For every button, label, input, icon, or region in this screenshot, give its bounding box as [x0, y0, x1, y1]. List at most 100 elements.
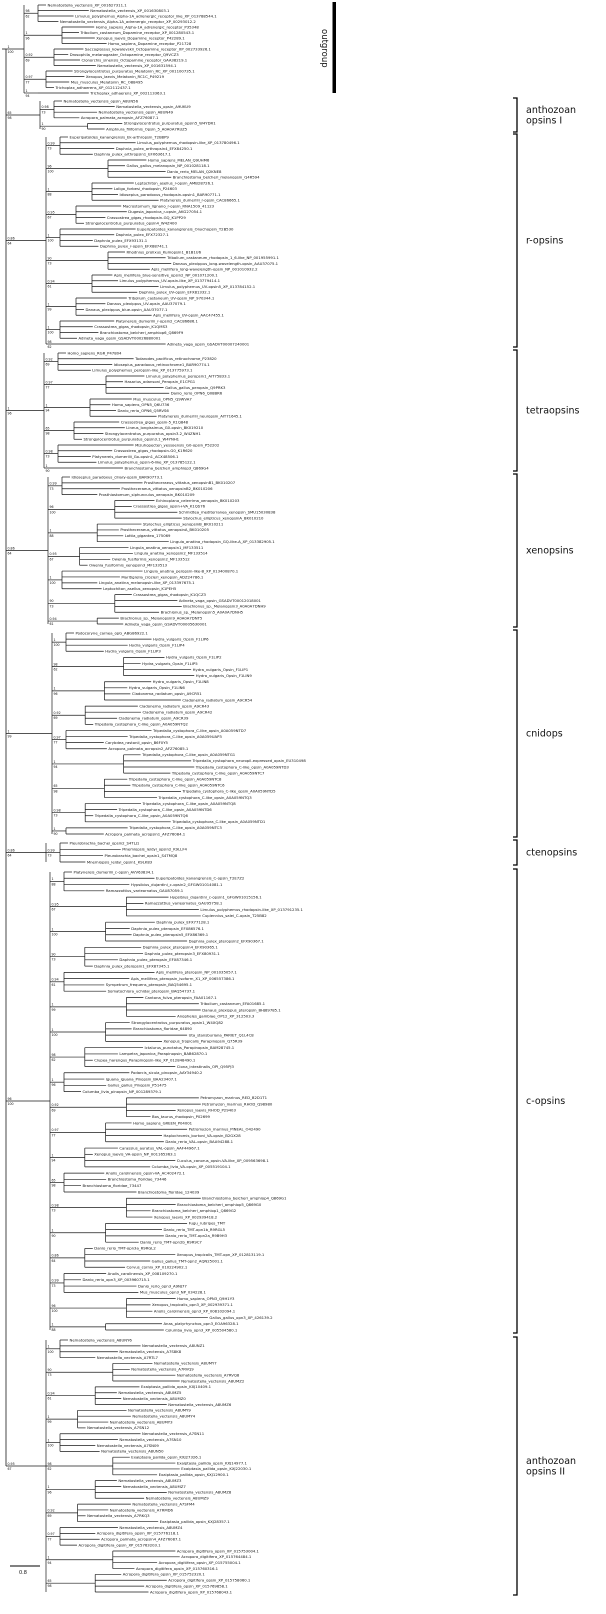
taxon-label: Prosthiostomum_siphunculus_xenopsin_BK01…: [99, 492, 195, 497]
taxon-label: Branchiostoma_floridae_73446: [108, 1177, 167, 1182]
taxon-label: Nematostella_vectensis_A7SFM4: [132, 1501, 195, 1506]
taxon-label: Prostheceraeus_vittatus_xenopsinA_BK0102…: [120, 527, 209, 532]
taxon-label: Apis_mellifera_pteropsin_NP_001035057.1: [156, 970, 237, 975]
taxon-label: Branchiostoma_belcheri_melanopsin_Q4R594: [173, 175, 260, 180]
taxon-label: Crassostrea_gigas_rhodopsin-GQ_K1PP29: [107, 215, 186, 220]
support-value: 65: [46, 426, 50, 430]
taxon-label: Daphnia_pulex_r-opsin_EFX88741.1: [100, 244, 168, 249]
taxon-label: Leptochiton_asellus_xenopsin_K1PEH5: [103, 586, 177, 591]
support-value: 1: [48, 233, 50, 237]
support-value: 1: [48, 1415, 50, 1419]
taxon-label: Daphnia_pulex_arthropsin4_EFX84250.1: [116, 146, 193, 151]
taxon-label: Tripedalia_cystophora_neuropil-expressed…: [192, 758, 307, 763]
taxon-label: Gallus_gallus_TMT-opn2_AQN25001.1: [152, 1258, 224, 1263]
taxon-label: Branchiostoma_belcheri_amphiop3_Q869G4: [125, 465, 210, 470]
support-value: 98: [54, 789, 58, 793]
support-value: 73: [54, 814, 58, 818]
support-value: 88: [52, 882, 56, 886]
support-value: 0.99: [52, 1279, 59, 1283]
taxon-label: Nematostella_vectensis_A8UMY4: [132, 1413, 195, 1418]
taxon-label: Daphnia_pulex_EFX93131.1: [94, 238, 148, 243]
taxon-label: Hypsibius_dujardini_c-opsin1_GFGW0101515…: [170, 894, 262, 899]
taxon-label: Tripedalia_cystophora_C-like_opsin_A0A05…: [128, 825, 222, 830]
support-value: 100: [52, 1033, 58, 1037]
taxon-label: Branchiostoma_floridae_73447: [83, 1183, 142, 1188]
taxon-label: Iguana_iguana_Pinopsin_BAA23407.1: [106, 1076, 178, 1081]
taxon-label: Limulus_polyphemus_Alpha-1A_adrenergic_r…: [75, 13, 217, 18]
taxon-label: Tripedalia_cystophora_C-like_opsin_A0A05…: [171, 770, 265, 775]
support-value: 0.98: [54, 808, 61, 812]
support-value: 0.86: [8, 848, 15, 852]
support-value: 90: [54, 832, 58, 836]
taxon-label: Nematostella_vectensis_A8UMZ4: [119, 1525, 183, 1530]
taxon-label: Danaus_plexippus_UV-opsin_AAU37079.1: [107, 301, 186, 306]
support-value: 0.99: [48, 141, 55, 145]
taxon-label: Nematostella_vectensis_A7S8K8: [119, 1349, 181, 1354]
taxon-label: Lingula_anatina_peropsin-like-B_XP_01340…: [144, 568, 239, 573]
taxon-label: Cuculus_canorus_opsin-VA-like_XP_0095636…: [177, 1158, 270, 1163]
support-value: 100: [8, 50, 14, 54]
taxon-label: Nematostella_vectensis_A8UMZ6: [168, 1402, 232, 1407]
taxon-label: Hydra_vulgaris_Opsin_F1LIP3: [105, 649, 161, 654]
support-value: 0.95: [52, 902, 59, 906]
support-value: 0.92: [52, 1103, 59, 1107]
taxon-label: Idiosepius_paradoxus_rhodopsin-opsin1_BA…: [120, 192, 222, 197]
taxon-label: Danio_rerio_OPN6_Q08BR6: [171, 391, 223, 396]
taxon-label: Nematostella_vectensis_Alpha-1A_adrenerg…: [60, 19, 197, 24]
taxon-label: Tripedalia_cystophora_C-like_opsin_A0A05…: [171, 819, 266, 824]
taxon-label: Exaiptasia_pallida_opsin_KXJ28357.1: [160, 1519, 231, 1524]
taxon-label: Crassostrea_gigas_opsin-5_K1Q848: [121, 419, 189, 424]
taxon-label: Tripedalia_cystophora_C-like_opsin_A0A05…: [195, 764, 290, 769]
taxon-label: Crassostrea_gigas_rhodopsin_K1QMS3: [94, 324, 168, 329]
taxon-label: Exaiptasia_pallida_opsin_KXJ12900.1: [159, 1472, 230, 1477]
taxon-label: Danio_rerio_TMT-opn3a_R9RGL2: [94, 1246, 156, 1251]
outgroup-bar: [332, 2, 336, 93]
taxon-label: Idiosepius_paradoxus_retinochrome1_BAR90…: [114, 362, 211, 367]
support-value: 100: [48, 331, 54, 335]
support-value: 90: [52, 1234, 56, 1238]
support-value: 1: [48, 302, 50, 306]
taxon-label: Apis_mellifera_long-wavelength-opsin_NP_…: [151, 267, 258, 272]
taxon-label: Nematostella_vectensis_A8UMZ7: [123, 1484, 187, 1489]
clade-label: r-opsins: [526, 236, 563, 247]
support-value: 100: [54, 643, 60, 647]
support-value: 0.98: [42, 105, 49, 109]
taxon-label: Xenopus_laevis_RHOD_P29403: [177, 1108, 236, 1113]
support-value: 73: [52, 1209, 56, 1213]
taxon-label: Cladonema_radiatum_opsin_A9CR51: [132, 691, 202, 696]
taxon-label: Branchiostoma_belcheri_amphiop5_Q869G0: [177, 1202, 262, 1207]
taxon-label: Nematostella_vectensis_A7RTL7: [97, 1355, 159, 1360]
support-value: 73: [48, 854, 52, 858]
taxon-label: Cladonema_radiatum_opsin_A9CR43: [139, 703, 209, 708]
support-value: 98: [52, 1053, 56, 1057]
taxon-label: Daphnia_pulex_pteropsin3_EFX80931.1: [145, 951, 221, 956]
taxon-label: Mus_musculus_Melatonin_RC_O88495: [71, 79, 144, 84]
clade-label: c-opsins: [526, 1096, 565, 1107]
taxon-label: Sympetrum_frequens_pteropsin_BAQ54695.1: [106, 982, 193, 987]
taxon-label: Corvus_cornix_XP_010224902.1: [127, 1265, 188, 1270]
support-value: 1: [26, 89, 28, 93]
support-value: 67: [48, 216, 52, 220]
support-value: 1: [46, 464, 48, 468]
support-value: 99: [52, 1008, 56, 1012]
taxon-label: Mus_musculus_opn3_NP_034228.1: [140, 1290, 207, 1295]
taxon-label: Branchiostoma_belcheri_amphiop6_Q869F9: [100, 330, 184, 335]
support-value: 99: [48, 1420, 52, 1424]
taxon-label: Petromyzon_marinus_PINEAL_O42490: [189, 1127, 262, 1132]
taxon-label: Nematostella_vectensis_A7SN09: [97, 1443, 160, 1448]
taxon-label: Drosophila_melanogaster_Octopamine_recep…: [70, 52, 180, 57]
support-value: 77: [46, 386, 50, 390]
taxon-label: Tribolium_castaneum_rhodopsin_1_6-like_N…: [166, 255, 279, 260]
support-value: 0.94: [52, 978, 59, 982]
support-value: 90: [48, 1368, 52, 1372]
support-value: 1: [54, 638, 56, 642]
support-value: 98: [48, 340, 52, 344]
taxon-label: Gallus_gallus_melanopsin_NP_001028118.1: [127, 163, 211, 168]
taxon-label: Mnemiopsis_leidyi_opsin2_K9LLF4: [122, 847, 187, 852]
support-value: 94: [26, 94, 30, 98]
taxon-label: Acropora_digitifera_opsin_XP_015769858.1: [146, 1583, 229, 1588]
taxon-label: Danio_rerio_VAL-opsin_BAA94288.1: [165, 1139, 233, 1144]
taxon-label: Acropora_digitifera_opsin_XP_015768043.1: [150, 1589, 233, 1594]
taxon-label: Anolis_carolinensis_opsin-VA_AC402472.1: [106, 1170, 186, 1175]
taxon-label: Limulus_polyphemus_rhodopsin-like_XP_013…: [137, 140, 240, 145]
